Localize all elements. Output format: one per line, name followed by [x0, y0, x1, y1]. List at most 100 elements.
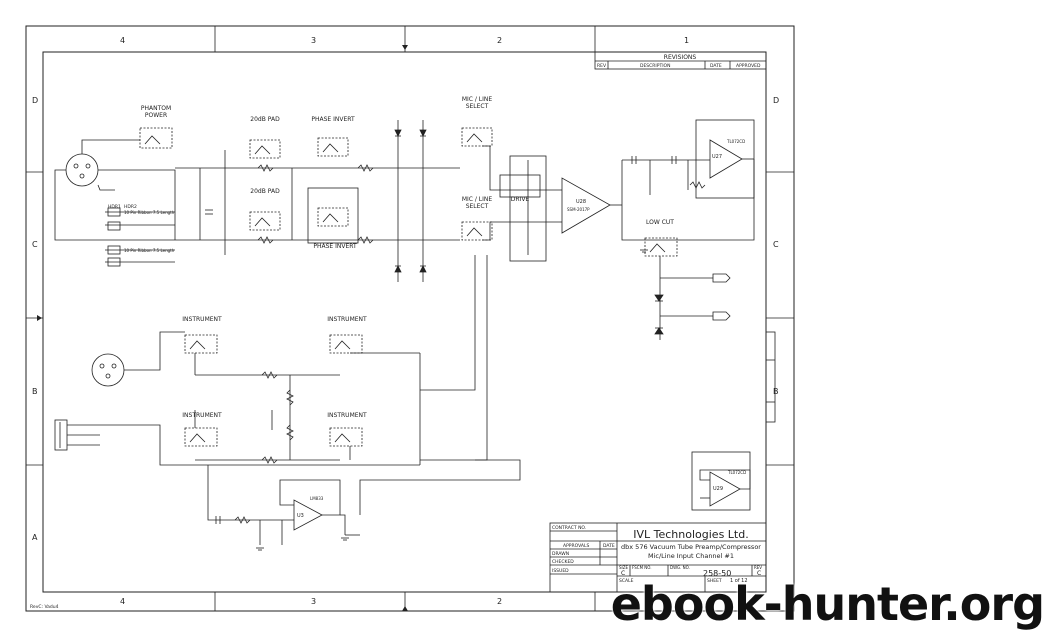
fscm-label: FSCM NO. — [632, 565, 652, 570]
pad-label-bottom: 20dB PAD — [250, 188, 280, 195]
checked-label: CHECKED — [552, 559, 574, 565]
phase-invert-label-bottom: PHASE INVERT — [313, 243, 357, 250]
resistor-icon — [286, 424, 294, 441]
u3-label: U3 — [297, 513, 304, 519]
switch-icon — [184, 427, 218, 447]
approvals-label: APPROVALS — [563, 543, 589, 549]
row-label-right: B — [773, 387, 779, 396]
u3-part: LM833 — [310, 496, 324, 501]
opamp-icon — [561, 177, 611, 234]
col-label-top: 4 — [120, 36, 125, 45]
output-arrow-icon — [712, 311, 731, 321]
resistor-icon — [286, 389, 294, 406]
resistor-icon — [689, 181, 706, 189]
u29-part: TL072CD — [727, 470, 746, 475]
instrument-label: INSTRUMENT — [327, 316, 367, 323]
phase-invert-label-top: PHASE INVERT — [311, 116, 355, 123]
sheet-label: SHEET — [707, 578, 722, 584]
row-label-left: C — [32, 240, 38, 249]
switch-icon — [644, 237, 678, 257]
dwg-no-label: DWG. NO. — [670, 565, 690, 570]
inner-frame — [42, 51, 767, 593]
contract-no-label: CONTRACT NO. — [552, 525, 586, 531]
instrument-label: INSTRUMENT — [182, 412, 222, 419]
zone-ticks — [26, 26, 794, 611]
ground-icon — [256, 547, 264, 551]
drawing-description-2: Mic/Line Input Channel #1 — [648, 552, 734, 560]
issued-label: ISSUED — [552, 568, 569, 574]
col-label-top: 2 — [497, 36, 502, 45]
col-label-bottom: 4 — [120, 597, 125, 606]
switch-icon — [139, 127, 173, 149]
col-label-bottom: 2 — [497, 597, 502, 606]
switch-icon — [249, 139, 281, 159]
switch-icon — [329, 427, 363, 447]
capacitor-icon — [215, 516, 221, 524]
u28-part: SSM-2017P — [567, 207, 590, 212]
sheet-value: 1 of 12 — [730, 578, 748, 584]
diode-icon — [654, 294, 664, 302]
xlr-connector-icon — [65, 153, 99, 187]
hdr1-label: HDR1 — [108, 204, 121, 210]
ground-icon — [640, 249, 648, 253]
row-label-right: D — [773, 96, 779, 105]
size-label: SIZE — [619, 565, 628, 570]
outer-frame — [25, 25, 795, 612]
u28-label: U28 — [576, 199, 586, 205]
switch-icon — [249, 211, 281, 231]
gain-section-box — [509, 155, 547, 262]
row-label-left: D — [32, 96, 38, 105]
revision-block — [594, 51, 767, 70]
switch-icon — [461, 221, 493, 241]
capacitor-icon — [631, 156, 637, 164]
center-marks — [37, 45, 408, 611]
low-cut-label: LOW CUT — [646, 219, 674, 226]
col-label-top: 1 — [684, 36, 689, 45]
ribbon-label: 10 Pin Ribbon 7.5 Length — [124, 210, 175, 215]
resistor-icon — [257, 164, 274, 172]
edge-strip — [765, 331, 776, 423]
approvals-date-label: DATE — [603, 543, 615, 549]
wires — [54, 120, 755, 545]
scale-label: SCALE — [619, 578, 634, 584]
rev-label: REV — [754, 565, 762, 570]
dwg-no-value: 258-50 — [703, 569, 731, 578]
diode-icon — [654, 327, 664, 335]
col-label-top: 3 — [311, 36, 316, 45]
hdr2-label: HDR2 — [124, 204, 137, 210]
rev-header: REV — [597, 63, 607, 69]
col-label-bottom: 3 — [311, 597, 316, 606]
company-name: IVL Technologies Ltd. — [633, 528, 748, 541]
ribbon-label: 10 Pin Ribbon 7.5 Length — [124, 248, 175, 253]
resistor-icon — [234, 516, 251, 524]
phase-invert-box — [307, 187, 359, 244]
u27-label: U27 — [712, 154, 722, 160]
row-label-left: A — [32, 533, 38, 542]
drawn-label: DRAWN — [552, 551, 569, 557]
drive-label: DRIVE — [511, 196, 530, 203]
row-label-left: B — [32, 387, 38, 396]
switch-icon — [329, 334, 363, 354]
capacitor-icon — [671, 156, 677, 164]
title-block — [549, 522, 767, 593]
opamp-icon — [709, 471, 741, 507]
u29-label: U29 — [713, 486, 723, 492]
size-value: C — [621, 570, 625, 577]
opamp-icon — [709, 139, 743, 179]
drive-pot — [499, 174, 541, 198]
rev-value: C — [757, 570, 761, 577]
u29-box — [691, 451, 751, 511]
approved-header: APPROVED — [736, 63, 761, 69]
footer-note: RevC: Vadu4 — [30, 604, 59, 610]
instrument-label: INSTRUMENT — [327, 412, 367, 419]
drawing-description-1: dbx 576 Vacuum Tube Preamp/Compressor — [621, 543, 761, 551]
switch-icon — [184, 334, 218, 354]
jack-connector-icon — [54, 419, 100, 451]
switch-icon — [317, 137, 349, 157]
resistor-icon — [357, 236, 374, 244]
